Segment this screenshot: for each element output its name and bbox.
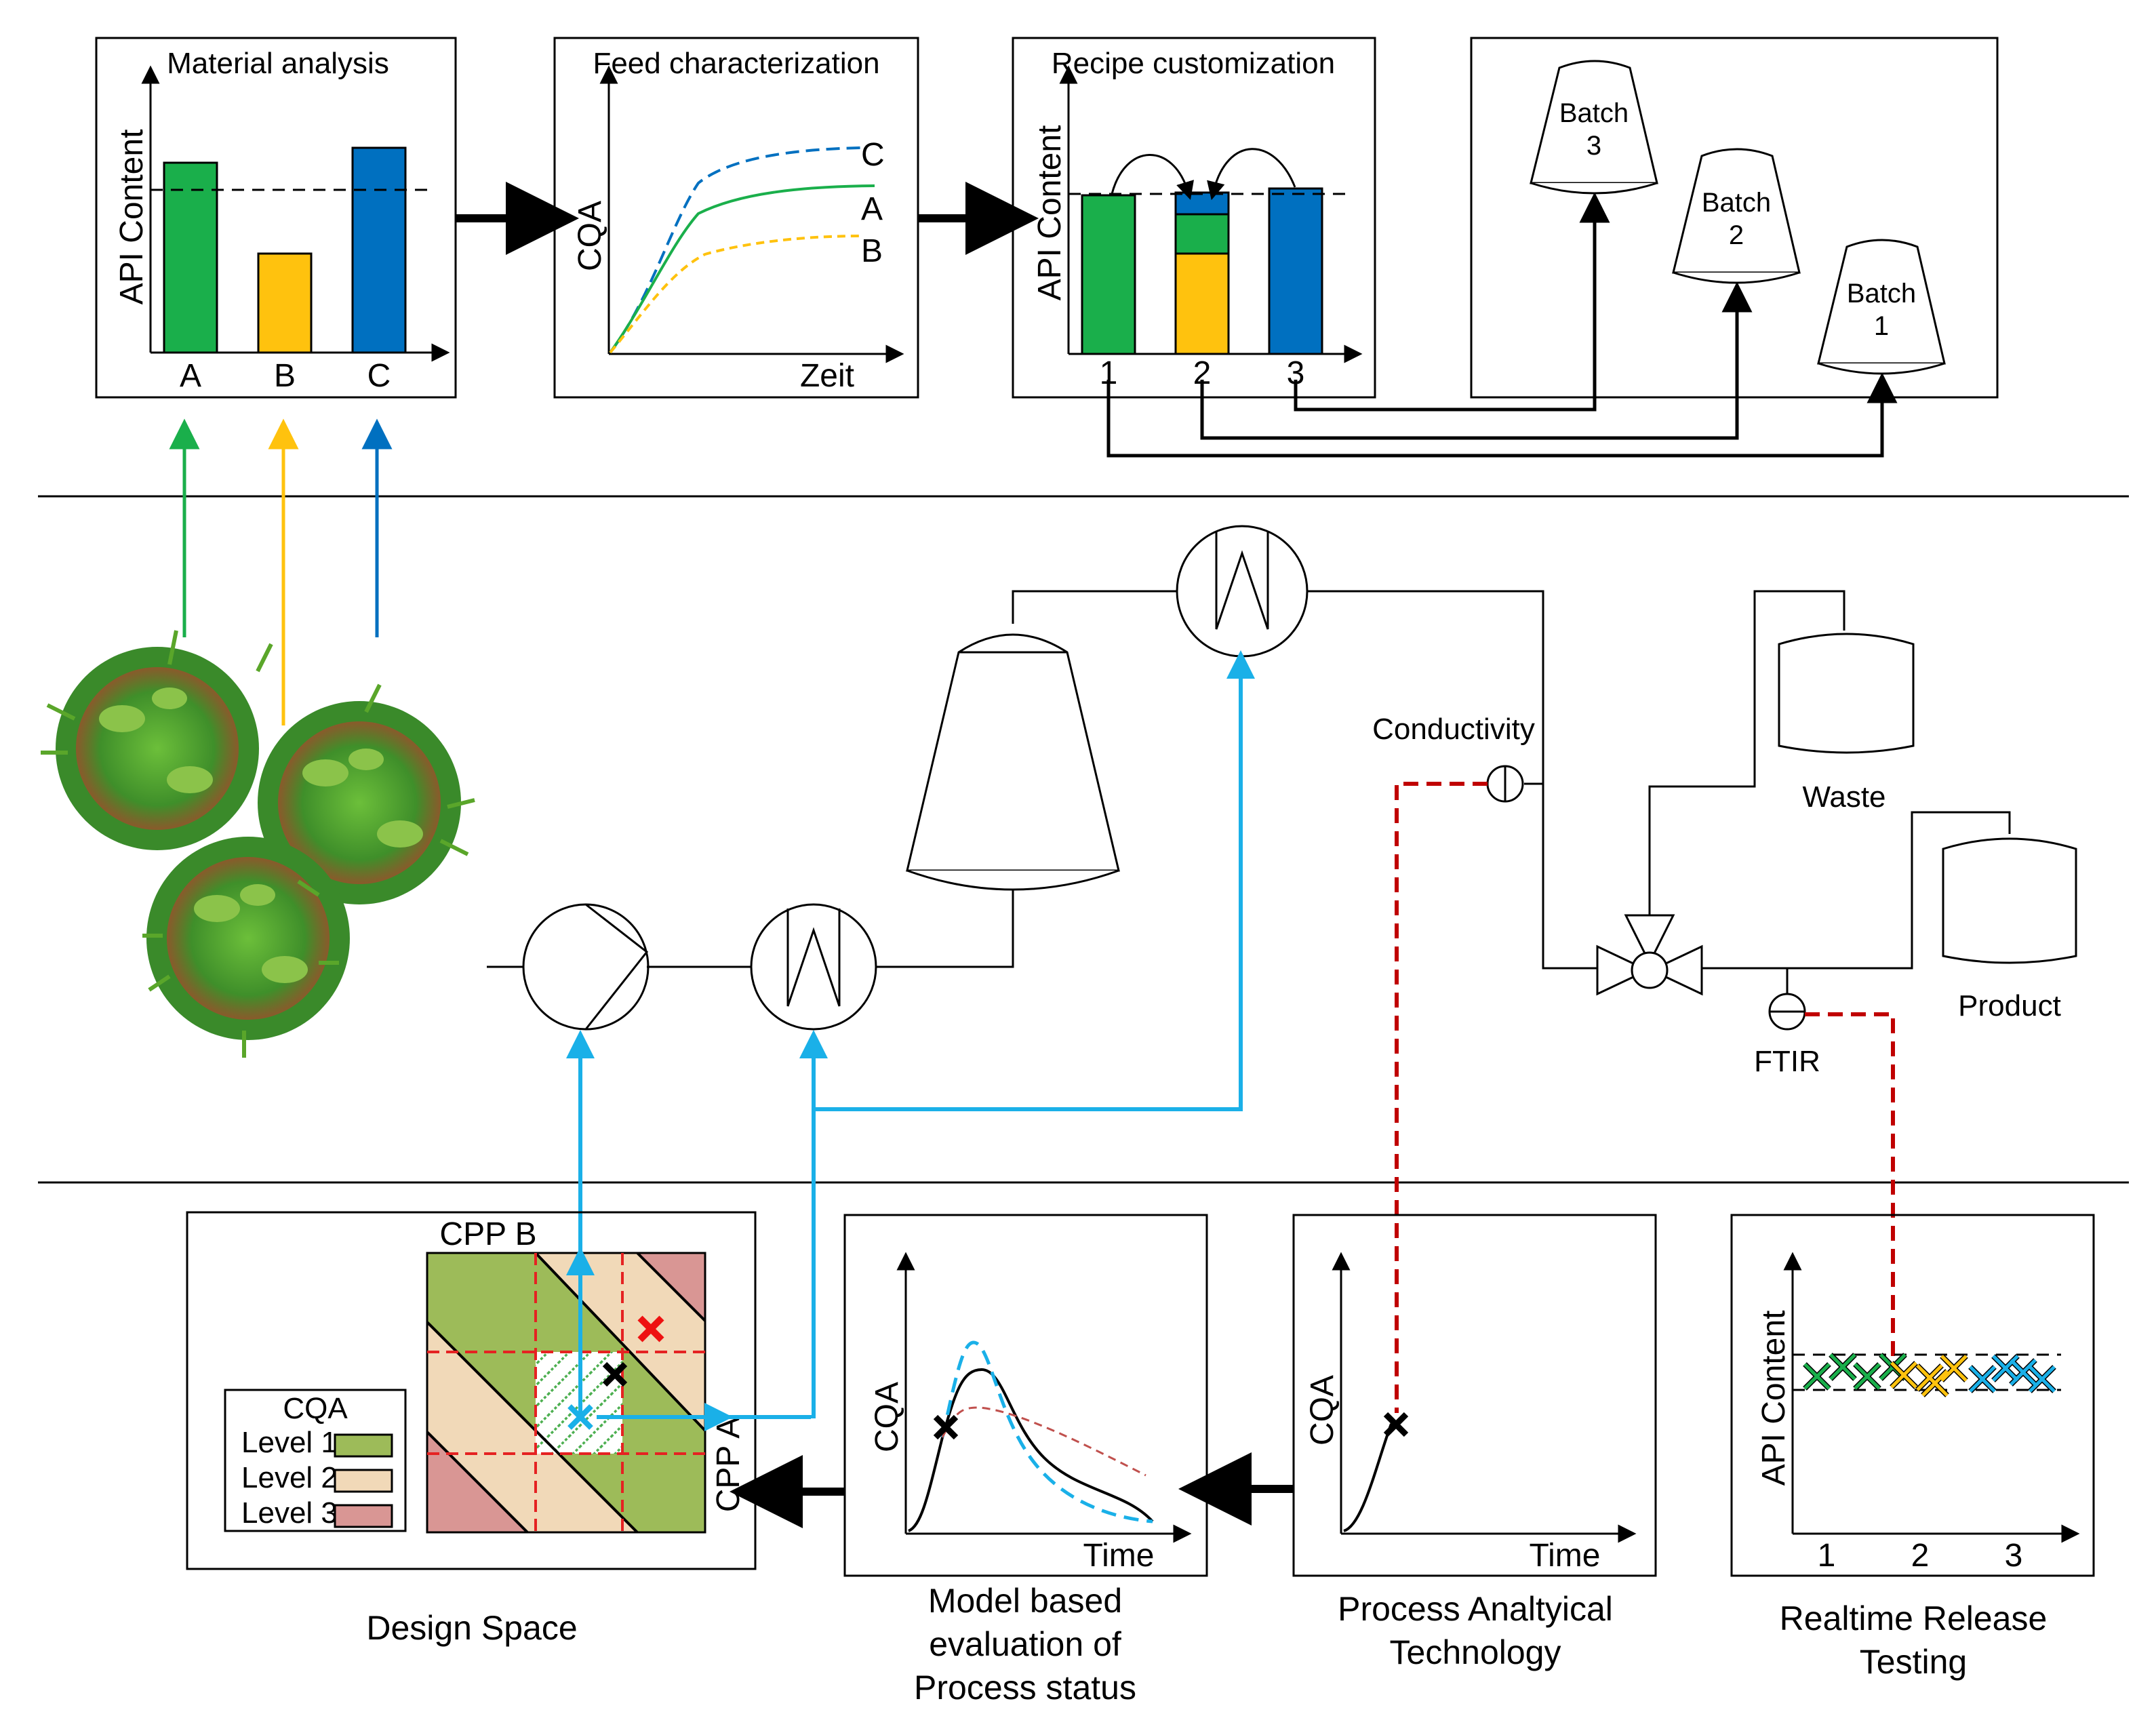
- batch-3-vessel: Batch 3: [1530, 60, 1658, 195]
- heat-exchanger-2-icon: [1176, 525, 1309, 658]
- model-caption-1: Model based: [928, 1582, 1122, 1620]
- recipe-customization-panel: Recipe customization API Content 1 2 3: [1012, 37, 1376, 399]
- material-analysis-panel: Material analysis API Content A B C: [95, 37, 457, 399]
- batch-2-vessel: Batch 2: [1672, 148, 1801, 284]
- pat-x-marker-icon: [1383, 1412, 1409, 1437]
- bar-b: [257, 252, 313, 354]
- product-tank-icon: [1942, 837, 2077, 964]
- svg-text:3: 3: [1586, 131, 1601, 161]
- cat-c: C: [367, 358, 391, 394]
- material-analysis-ylabel: API Content: [114, 130, 150, 305]
- rtrt-caption-1: Realtime Release: [1780, 1599, 2048, 1637]
- model-curve-predicted: [940, 1340, 1153, 1523]
- ftir-label: FTIR: [1754, 1045, 1820, 1078]
- recipe-bar-2-yellow: [1174, 252, 1230, 355]
- svg-text:2: 2: [1729, 220, 1744, 250]
- model-curve-reference: [941, 1406, 1146, 1477]
- rtrt-cat-1: 1: [1818, 1538, 1836, 1574]
- pat-caption-1: Process Analtyical: [1338, 1590, 1613, 1628]
- svg-text:Batch: Batch: [1702, 188, 1771, 218]
- waste-tank-icon: [1778, 633, 1915, 754]
- batches-panel: Batch 3 Batch 2 Batch 1: [1470, 37, 1999, 399]
- cat-b: B: [274, 358, 296, 394]
- recipe-bar-3: [1268, 187, 1323, 355]
- cpp-a-label: CPP A: [711, 1417, 746, 1513]
- cpp-b-label: CPP B: [439, 1216, 536, 1252]
- rtrt-panel: API Content: [1730, 1214, 2095, 1681]
- recipe-ylabel: API Content: [1032, 125, 1068, 301]
- batch-1-vessel: Batch 1: [1817, 239, 1946, 375]
- recipe-bar-2-green: [1174, 213, 1230, 255]
- material-analysis-title: Material analysis: [167, 47, 389, 80]
- model-caption-3: Process status: [914, 1669, 1136, 1707]
- svg-text:Batch: Batch: [1847, 279, 1916, 308]
- model-xlabel: Time: [1083, 1538, 1155, 1574]
- model-ylabel: CQA: [869, 1382, 905, 1452]
- waste-label: Waste: [1802, 780, 1885, 814]
- black-x-marker-icon: [602, 1361, 628, 1387]
- product-label: Product: [1958, 989, 2061, 1022]
- feed-xlabel: Zeit: [800, 358, 854, 394]
- model-x-marker-icon: [933, 1414, 959, 1440]
- pat-caption-2: Technology: [1390, 1633, 1561, 1671]
- pump-icon: [522, 903, 650, 1031]
- bar-a: [163, 161, 218, 354]
- legend-title: CQA: [283, 1392, 348, 1425]
- rtrt-cat-3: 3: [2005, 1538, 2023, 1574]
- feed-characterization-panel: Feed characterization CQA Zeit C A B: [553, 37, 919, 399]
- feed-ylabel: CQA: [572, 201, 608, 271]
- model-caption-2: evaluation of: [929, 1625, 1121, 1663]
- red-x-marker-icon: [637, 1315, 664, 1342]
- svg-text:1: 1: [1874, 311, 1889, 341]
- legend-level-1: Level 1: [241, 1426, 338, 1459]
- three-way-valve-icon: [1596, 914, 1703, 996]
- design-space-panel: CPP B CPP A CQA Level 1 Level 2 Level 3 …: [186, 1211, 813, 1647]
- curve-label-a: A: [861, 191, 883, 227]
- reactor-vessel-icon: [906, 633, 1120, 891]
- cqa-legend: CQA Level 1 Level 2 Level 3: [224, 1389, 407, 1532]
- recipe-bar-2-blue: [1174, 191, 1230, 216]
- process-flow: Conductivity Waste Product FTIR: [487, 525, 2077, 1078]
- curve-b: [609, 235, 862, 354]
- curve-a: [609, 184, 875, 354]
- curve-label-c: C: [861, 137, 885, 173]
- model-curve-measured: [908, 1368, 1154, 1532]
- recipe-title: Recipe customization: [1052, 47, 1335, 80]
- curve-c: [609, 146, 862, 354]
- rtrt-caption-2: Testing: [1860, 1643, 1967, 1681]
- svg-text:Batch: Batch: [1559, 98, 1629, 128]
- model-evaluation-panel: CQA Time Model based evaluation of Proce…: [843, 1214, 1208, 1707]
- plant-material-icon: [41, 630, 475, 1058]
- pat-xlabel: Time: [1530, 1538, 1601, 1574]
- rtrt-cat-2: 2: [1911, 1538, 1930, 1574]
- bar-c: [351, 146, 407, 354]
- pat-curve: [1343, 1423, 1393, 1532]
- pat-panel: CQA Time Process Analtyical Technology: [1292, 1214, 1657, 1671]
- legend-level-2: Level 2: [241, 1461, 338, 1494]
- feed-title: Feed characterization: [593, 47, 879, 80]
- heat-exchanger-1-icon: [750, 903, 877, 1031]
- conductivity-label: Conductivity: [1372, 713, 1535, 746]
- recipe-bar-1: [1081, 194, 1136, 355]
- pat-ylabel: CQA: [1304, 1375, 1340, 1446]
- curve-label-b: B: [861, 233, 883, 269]
- legend-level-3: Level 3: [241, 1496, 338, 1530]
- design-space-caption: Design Space: [366, 1609, 577, 1647]
- rtrt-ylabel: API Content: [1756, 1311, 1792, 1486]
- cat-a: A: [180, 358, 201, 394]
